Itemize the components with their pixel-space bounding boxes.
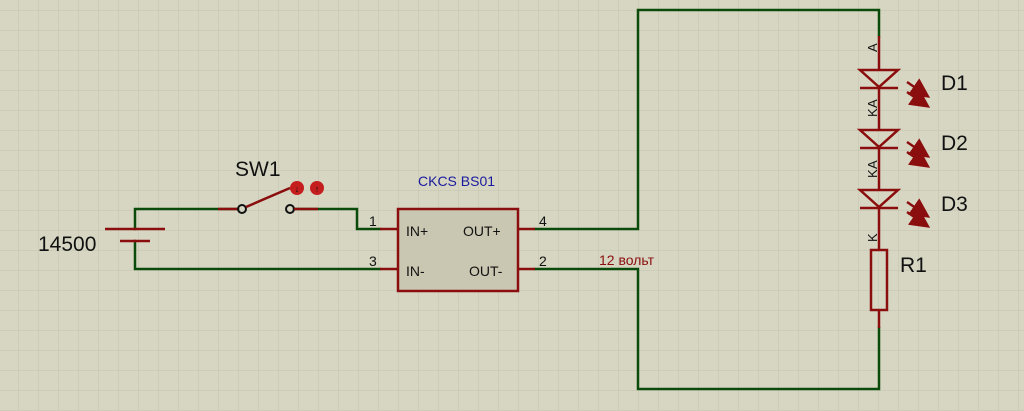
led-d2-pin-bottom: K — [865, 169, 880, 178]
led-d3-triangle — [856, 188, 902, 209]
wire-out-plus-to-led — [533, 8, 881, 231]
led-d1-triangle — [856, 68, 902, 89]
switch-contact-left — [237, 204, 247, 214]
module-label: CKCS BS01 — [418, 173, 495, 189]
led-d1-label: D1 — [941, 72, 968, 95]
led-d2-pin-top: A — [865, 99, 880, 108]
switch-toggle-icon[interactable]: ↑ — [310, 181, 324, 195]
wire-switch-to-in-plus — [292, 207, 382, 231]
led-d1-pin-bottom: K — [865, 108, 880, 117]
led-d3-arrow-2 — [906, 208, 931, 228]
switch-toggle-icon[interactable]: ↓ — [290, 181, 304, 195]
pin-name-in-minus: IN- — [406, 263, 425, 279]
led-d2-label: D2 — [941, 132, 968, 155]
net-label: 12 вольт — [599, 252, 655, 268]
led-d1[interactable]: D1 A K — [856, 43, 968, 117]
pin-number-in-plus: 1 — [369, 213, 377, 229]
module[interactable]: CKCS BS01 1 3 4 2 IN+ IN- OUT+ OUT- — [369, 173, 547, 293]
wire-battery-to-switch — [133, 207, 240, 231]
pin-name-out-plus: OUT+ — [463, 223, 501, 239]
battery[interactable]: 14500 — [38, 227, 165, 256]
svg-text:↑: ↑ — [315, 184, 320, 194]
switch-label: SW1 — [235, 158, 281, 181]
switch-lever — [245, 186, 291, 209]
resistor[interactable]: R1 — [869, 248, 927, 328]
wire-out-minus-to-resistor — [533, 267, 881, 391]
pin-number-out-plus: 4 — [539, 213, 547, 229]
wire-battery-to-in-minus — [133, 239, 382, 271]
pin-name-in-plus: IN+ — [406, 223, 428, 239]
switch[interactable]: SW1 ↓ ↑ — [218, 158, 324, 214]
pin-number-out-minus: 2 — [539, 253, 547, 269]
battery-label: 14500 — [38, 233, 96, 256]
module-body — [396, 207, 520, 293]
led-d3-label: D3 — [941, 193, 968, 216]
wires — [133, 8, 881, 391]
led-d2-arrow-2 — [906, 148, 931, 168]
pin-name-out-minus: OUT- — [469, 263, 503, 279]
led-d2-triangle — [856, 128, 902, 149]
led-d1-arrow-2 — [906, 88, 931, 108]
led-d1-pin-top: A — [865, 43, 880, 52]
led-d3-pin-bottom: K — [865, 233, 880, 242]
led-d3-pin-top: A — [865, 160, 880, 169]
pin-number-in-minus: 3 — [369, 253, 377, 269]
led-d2[interactable]: D2 A K — [856, 99, 968, 178]
led-d3[interactable]: D3 A K — [856, 160, 968, 242]
resistor-label: R1 — [900, 254, 927, 277]
led-chain: D1 A K D2 A K D3 A K — [856, 36, 968, 250]
svg-text:↓: ↓ — [295, 184, 300, 194]
